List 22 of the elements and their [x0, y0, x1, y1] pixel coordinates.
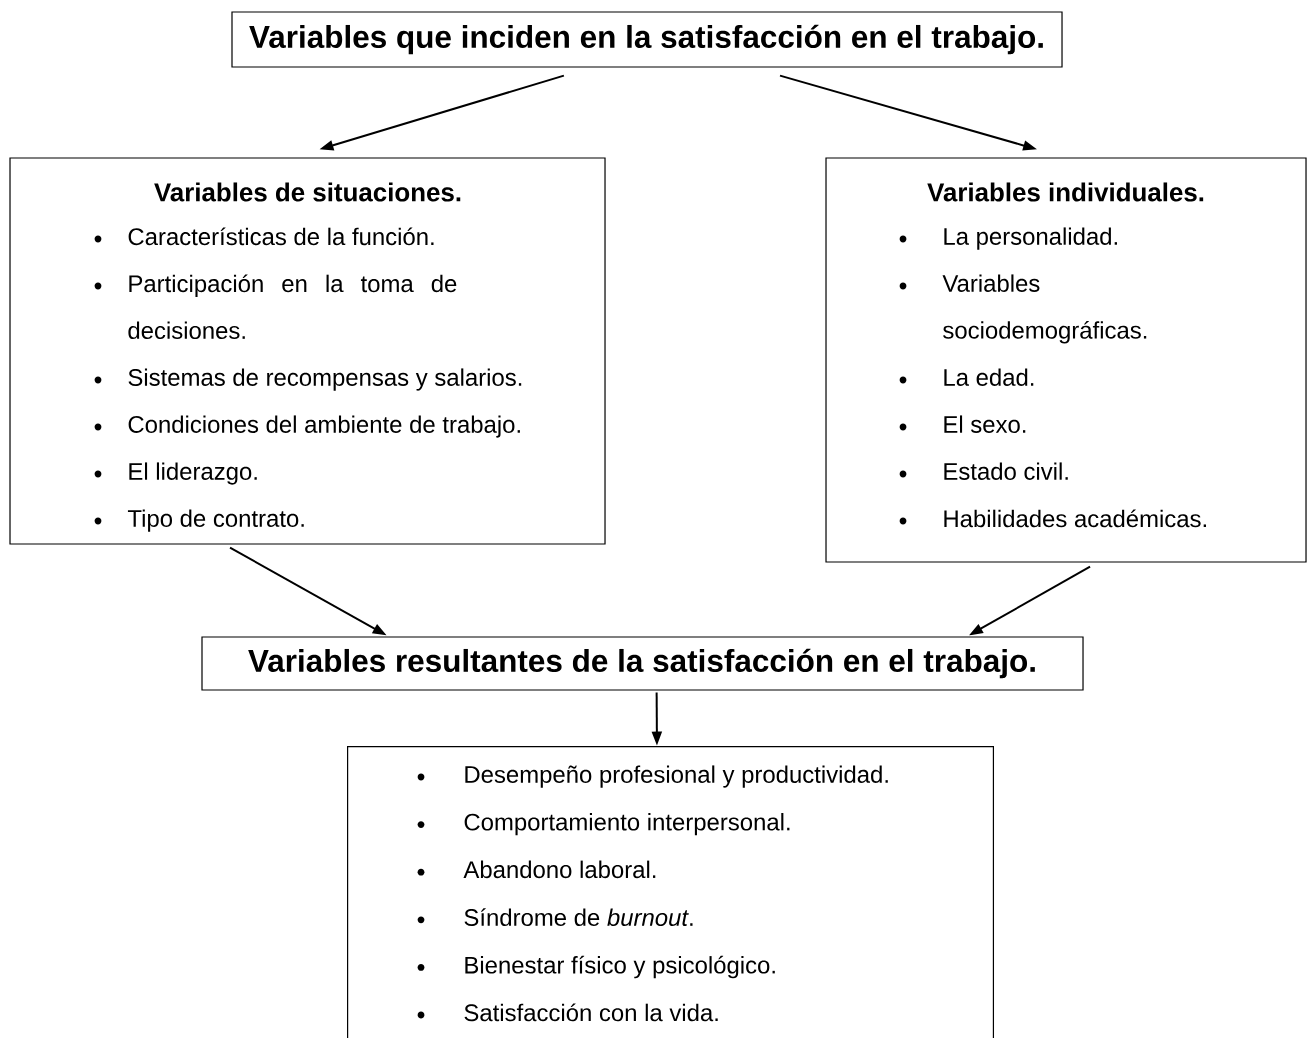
- list-item: Comportamiento interpersonal.: [417, 813, 790, 836]
- list-item: Características de la función.: [94, 227, 434, 246]
- list-item: Desempeño profesional y productividad.: [417, 765, 888, 788]
- list-item: Estado civil.: [899, 462, 1068, 480]
- list-item: Condiciones del ambiente de trabajo.: [94, 415, 520, 438]
- list-item: La personalidad.: [899, 227, 1117, 250]
- heading: Variables individuales.: [927, 182, 1204, 202]
- list-item: El sexo.: [899, 415, 1026, 433]
- heading: Variables de situaciones.: [154, 182, 461, 202]
- list-item: El liderazgo.: [94, 462, 257, 485]
- list-item: Síndrome de burnout.: [417, 908, 693, 926]
- list-item: Bienestar físico y psicológico.: [417, 955, 775, 979]
- heading-box: Variables que inciden en la satisfacción en el trabajo.: [231, 11, 1063, 68]
- list-item: Habilidades académicas.: [899, 509, 1206, 528]
- list-item: Tipo de contrato.: [94, 509, 304, 532]
- list-item: Abandono laboral.: [417, 860, 656, 879]
- list-item: Sistemas de recompensas y salarios.: [94, 368, 522, 391]
- heading-box: Variables resultantes de la satisfacción en el trabajo.: [201, 636, 1084, 691]
- list-item: La edad.: [899, 368, 1034, 386]
- list-item: Variables sociodemográficas.: [899, 274, 1147, 344]
- list-item: Satisfacción con la vida.: [417, 1003, 718, 1022]
- list-item: Participación en la toma de decisiones.: [94, 274, 457, 340]
